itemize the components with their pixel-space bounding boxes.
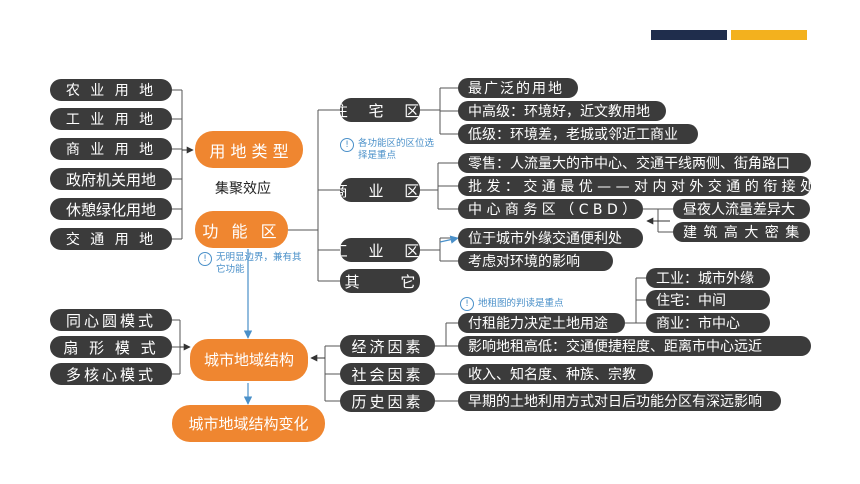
land-type-agriculture: 农 业 用 地 xyxy=(50,79,172,101)
land-type-green: 休憩绿化用地 xyxy=(50,198,172,220)
commercial-item: 零售：人流量大的市中心、交通干线两侧、街角路口 xyxy=(458,153,811,173)
land-use-type-node: 用 地 类 型 xyxy=(195,131,303,168)
economic-item: 付租能力决定土地用途 xyxy=(458,313,625,333)
info-icon: ! xyxy=(198,252,212,266)
residential-item: 最广泛的用地 xyxy=(458,78,578,98)
zone-location-note-text: 各功能区的区位选择是重点 xyxy=(358,138,435,161)
no-boundary-note: ! 无明显边界，兼有其它功能 xyxy=(198,252,308,276)
info-icon: ! xyxy=(460,297,474,311)
zone-other: 其 它 xyxy=(340,269,420,293)
rent-map-note: ! 地租图的判读是重点 xyxy=(460,297,600,311)
zone-residential: 住 宅 区 xyxy=(340,98,420,122)
rent-item: 工业：城市外缘 xyxy=(646,268,770,288)
residential-item: 低级：环境差，老城或邻近工商业 xyxy=(458,124,698,144)
commercial-item-cbd: 中 心 商 务 区 （ C B D ） xyxy=(458,199,643,219)
land-type-transport: 交 通 用 地 xyxy=(50,228,172,250)
decor-bar-navy xyxy=(651,30,727,40)
factor-social: 社会因素 xyxy=(340,363,435,385)
social-item: 收入、知名度、种族、宗教 xyxy=(458,364,653,384)
decor-bar-gold xyxy=(731,30,807,40)
zone-commercial: 商 业 区 xyxy=(340,178,420,202)
cbd-item: 昼夜人流量差异大 xyxy=(673,199,810,219)
historical-item: 早期的土地利用方式对日后功能分区有深远影响 xyxy=(458,391,781,411)
economic-item: 影响地租高低：交通便捷程度、距离市中心远近 xyxy=(458,336,811,356)
industrial-item: 考虑对环境的影响 xyxy=(458,251,613,271)
functional-zone-node: 功 能 区 xyxy=(195,211,288,248)
commercial-item: 批 发 ： 交 通 最 优 — — 对 内 对 外 交 通 的 衔 接 处 xyxy=(458,176,811,196)
no-boundary-note-text: 无明显边界，兼有其它功能 xyxy=(216,252,302,275)
rent-map-note-text: 地租图的判读是重点 xyxy=(478,298,564,309)
industrial-item: 位于城市外缘交通便利处 xyxy=(458,228,643,248)
model-sector: 扇 形 模 式 xyxy=(50,336,172,358)
rent-item: 住宅：中间 xyxy=(646,290,770,310)
zone-location-note: ! 各功能区的区位选择是重点 xyxy=(340,138,435,162)
urban-structure-node-text: 城市地域结构 xyxy=(203,351,294,369)
factor-economic: 经济因素 xyxy=(340,335,435,357)
structure-change-node: 城市地域结构变化 xyxy=(172,405,325,442)
land-type-industry: 工 业 用 地 xyxy=(50,108,172,130)
land-type-commerce: 商 业 用 地 xyxy=(50,138,172,160)
factor-historical: 历史因素 xyxy=(340,390,435,412)
info-icon: ! xyxy=(340,138,354,152)
urban-structure-node: 城市地域结构 xyxy=(190,339,308,381)
zone-industrial: 工 业 区 xyxy=(340,238,420,262)
model-concentric: 同心圆模式 xyxy=(50,309,172,331)
cbd-item: 建 筑 高 大 密 集 xyxy=(673,222,810,242)
land-type-government: 政府机关用地 xyxy=(50,168,172,190)
rent-item: 商业：市中心 xyxy=(646,313,770,333)
agglomeration-label: 集聚效应 xyxy=(215,181,271,197)
residential-item: 中高级：环境好，近文教用地 xyxy=(458,101,666,121)
model-multi-nuclei: 多核心模式 xyxy=(50,363,172,385)
